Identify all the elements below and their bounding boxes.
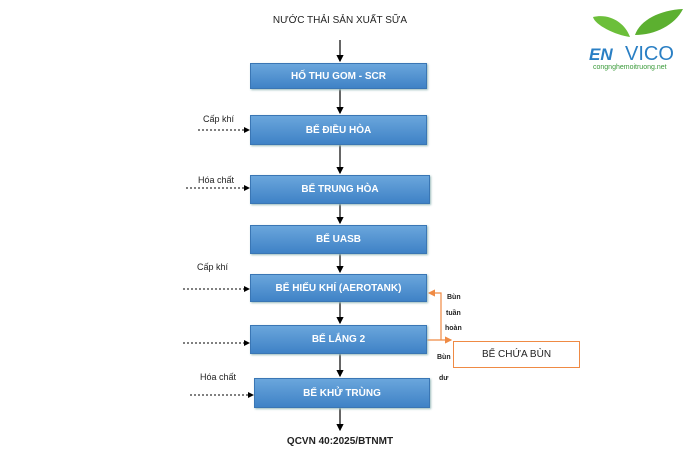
recycle-label-2: tuần — [446, 310, 461, 317]
step-collection-pit[interactable]: HỐ THU GOM - SCR — [250, 63, 427, 89]
svg-text:congnghemoitruong.net: congnghemoitruong.net — [593, 64, 667, 71]
excess-label-2: dư — [439, 375, 449, 382]
step-secondary-clarifier[interactable]: BỂ LẮNG 2 — [250, 325, 427, 354]
svg-text:EN: EN — [589, 45, 613, 64]
output-standard: QCVN 40:2025/BTNMT — [286, 436, 394, 447]
input-title: NƯỚC THẢI SẢN XUẤT SỮA — [272, 15, 408, 26]
input-chemical-2: Hóa chất — [200, 372, 237, 382]
sludge-tank[interactable]: BỂ CHỨA BÙN — [453, 341, 580, 368]
input-chemical-1: Hóa chất — [198, 175, 235, 185]
recycle-label-1: Bùn — [447, 294, 461, 301]
input-air-1: Cấp khí — [203, 114, 235, 124]
recycle-label-3: hoàn — [445, 325, 462, 332]
envico-logo: EN VICO congnghemoitruong.net — [585, 5, 697, 75]
step-equalization[interactable]: BỂ ĐIỀU HÒA — [250, 115, 427, 145]
step-neutralization[interactable]: BỂ TRUNG HÒA — [250, 175, 430, 204]
svg-text:VICO: VICO — [625, 43, 674, 65]
leaf-icon: EN VICO congnghemoitruong.net — [589, 9, 683, 71]
excess-label-1: Bùn — [437, 354, 451, 361]
step-uasb[interactable]: BỂ UASB — [250, 225, 427, 254]
step-aerotank[interactable]: BỂ HIẾU KHÍ (AEROTANK) — [250, 274, 427, 302]
input-air-2: Cấp khí — [197, 262, 229, 272]
step-disinfection[interactable]: BỂ KHỬ TRÙNG — [254, 378, 430, 408]
